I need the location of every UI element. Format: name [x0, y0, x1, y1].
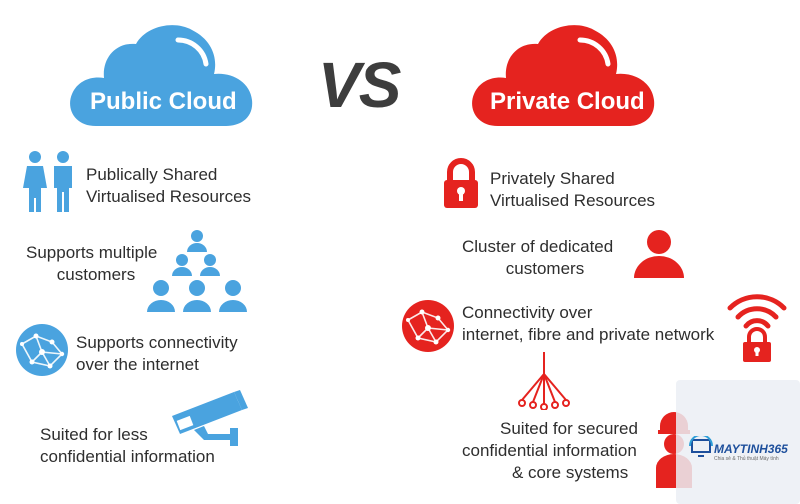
public-cloud-title: Public Cloud [90, 88, 237, 115]
private-item-3-line1: Connectivity over [462, 303, 593, 322]
fibre-optic-icon [518, 352, 570, 410]
private-cloud-icon [472, 25, 655, 126]
private-item-1-line1: Privately Shared [490, 169, 615, 188]
private-item-4-line2: confidential information [462, 441, 637, 460]
watermark-badge: MAYTINH365 Chia sẻ & Thủ thuật Máy tính [676, 380, 800, 504]
public-item-1-line1: Publically Shared [86, 165, 218, 184]
watermark-brand: MAYTINH365 [714, 442, 788, 456]
public-item-1-line2: Virtualised Resources [86, 187, 252, 206]
private-item-3-line2: internet, fibre and private network [462, 325, 715, 344]
public-item-2-line2: customers [56, 265, 136, 284]
private-item-2-line2: customers [505, 259, 585, 278]
user-pyramid-icon [147, 230, 247, 312]
public-item-4-line1: Suited for less [40, 425, 148, 444]
padlock-icon [444, 158, 478, 208]
watermark-tagline: Chia sẻ & Thủ thuật Máy tính [714, 456, 779, 462]
public-cloud-icon [70, 25, 253, 126]
person-icon [634, 230, 684, 278]
private-item-1-line2: Virtualised Resources [490, 191, 656, 210]
versus-label: VS [318, 49, 401, 121]
public-item-4-line2: confidential information [40, 447, 215, 466]
globe-network-icon [402, 300, 454, 352]
public-item-2-line1: Supports multiple [26, 243, 158, 262]
public-item-3-line1: Supports connectivity [76, 333, 238, 352]
private-item-2-line1: Cluster of dedicated [462, 237, 614, 256]
public-item-3-line2: over the internet [76, 355, 199, 374]
monitor-logo-icon [689, 436, 713, 457]
wifi-lock-icon [727, 294, 787, 362]
security-camera-icon [172, 390, 248, 446]
private-item-4-line3: & core systems [512, 463, 629, 482]
private-cloud-title: Private Cloud [490, 88, 645, 115]
private-item-4-line1: Suited for secured [500, 419, 638, 438]
people-icon [23, 151, 72, 212]
globe-network-icon [16, 324, 68, 376]
